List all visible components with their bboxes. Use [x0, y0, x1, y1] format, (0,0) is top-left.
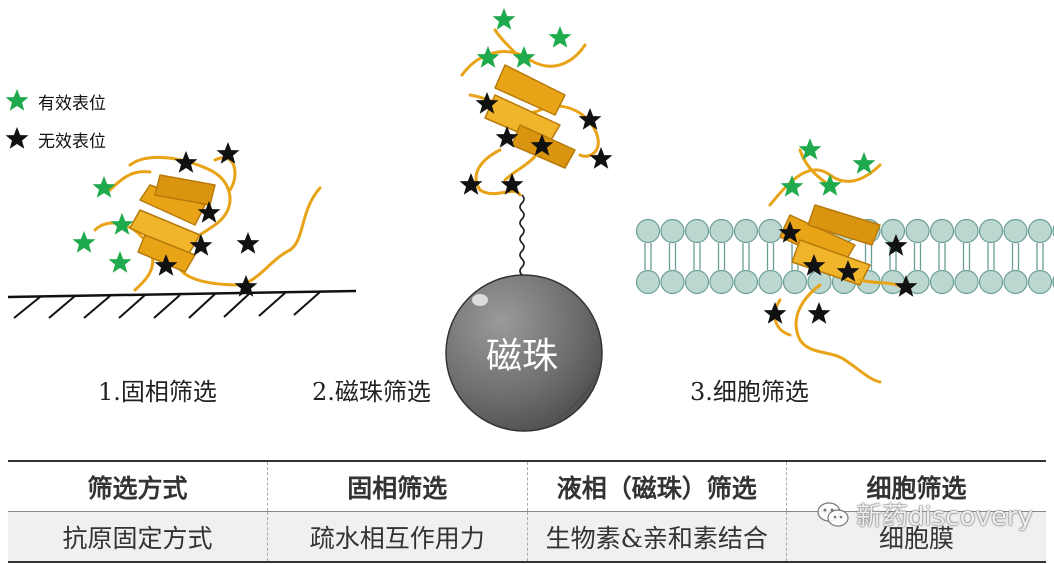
- lipid-head: [954, 269, 979, 295]
- lipid-head: [635, 269, 661, 295]
- effective-epitope-star: [548, 26, 572, 48]
- lipid-head: [660, 269, 685, 295]
- ineffective-epitope-star: [778, 221, 802, 243]
- ineffective-epitope-star: [234, 275, 258, 297]
- table-header-row: 筛选方式 固相筛选 液相（磁珠）筛选 细胞筛选: [8, 461, 1046, 512]
- wechat-icon: [817, 501, 849, 527]
- ineffective-epitope-star: [500, 173, 524, 195]
- solid-surface: [7, 289, 357, 319]
- lipid-head: [635, 218, 661, 244]
- ineffective-epitope-star: [578, 108, 602, 130]
- lipid-tail: [766, 243, 775, 270]
- lipid-head: [1027, 218, 1053, 244]
- effective-epitope-star: [798, 138, 822, 160]
- ineffective-epitope-star: [894, 275, 918, 297]
- effective-epitope-star: [92, 176, 116, 198]
- ineffective-epitope-star: [836, 260, 860, 282]
- legend-ineffective-label: 无效表位: [38, 131, 106, 152]
- effective-epitope-star: [108, 251, 132, 273]
- epitope-stars: [72, 8, 918, 324]
- lipid-head: [1027, 269, 1053, 295]
- effective-epitope-star: [852, 152, 876, 174]
- magnetic-bead: [445, 194, 603, 432]
- screening-diagram: [7, 8, 1054, 432]
- lipid-head: [684, 269, 710, 295]
- effective-epitope-star: [780, 175, 804, 197]
- lipid-head: [709, 218, 734, 244]
- lipid-head: [733, 218, 759, 244]
- lipid-head: [782, 269, 808, 295]
- ineffective-epitope-star: [807, 302, 831, 324]
- watermark: 新药discovery: [816, 496, 1033, 533]
- cell-membrane: [635, 218, 1054, 295]
- table-cell: 抗原固定方式: [8, 511, 268, 562]
- lipid-tail: [693, 243, 701, 270]
- lipid-tail: [938, 243, 946, 270]
- lipid-head: [905, 218, 930, 244]
- ineffective-epitope-star: [197, 201, 221, 223]
- table-row: 抗原固定方式 疏水相互作用力 生物素&亲和素结合 细胞膜: [8, 511, 1046, 562]
- lipid-tail: [742, 243, 750, 270]
- lipid-tail: [987, 243, 995, 270]
- lipid-head: [954, 218, 979, 244]
- effective-epitope-star: [110, 213, 134, 235]
- protein-bead-phase: [460, 28, 600, 197]
- table-cell: 疏水相互作用力: [267, 511, 527, 562]
- lipid-head: [978, 218, 1004, 244]
- lipid-head: [709, 269, 734, 295]
- watermark-text: 新药discovery: [856, 502, 1033, 532]
- effective-epitope-star: [818, 174, 842, 196]
- lipid-head: [978, 269, 1004, 295]
- lipid-head: [880, 218, 906, 244]
- caption-solid-phase: 1.固相筛选: [98, 378, 217, 406]
- effective-epitope-star: [492, 8, 516, 30]
- effective-epitope-star: [512, 46, 536, 68]
- lipid-tail: [962, 243, 971, 270]
- ineffective-epitope-star: [459, 173, 483, 195]
- effective-star-icon: [5, 89, 29, 111]
- ineffective-epitope-star: [802, 254, 826, 276]
- caption-cell-phase: 3.细胞筛选: [690, 378, 809, 406]
- ineffective-epitope-star: [236, 232, 260, 254]
- lipid-head: [929, 218, 955, 244]
- caption-bead-phase: 2.磁珠筛选: [312, 378, 431, 406]
- ineffective-epitope-star: [530, 134, 554, 156]
- table-header-cell: 固相筛选: [267, 461, 527, 512]
- ineffective-epitope-star: [189, 234, 213, 256]
- ineffective-epitope-star: [884, 234, 908, 256]
- legend-effective: 有效表位: [4, 88, 106, 114]
- ineffective-epitope-star: [174, 151, 198, 173]
- comparison-table: 筛选方式 固相筛选 液相（磁珠）筛选 细胞筛选 抗原固定方式 疏水相互作用力 生…: [8, 460, 1046, 563]
- lipid-head: [929, 269, 955, 295]
- table-header-cell: 筛选方式: [8, 461, 268, 512]
- lipid-head: [684, 218, 710, 244]
- lipid-head: [758, 218, 783, 244]
- lipid-tail: [1036, 243, 1044, 270]
- protein-solid-phase: [93, 155, 322, 292]
- lipid-head: [733, 269, 759, 295]
- ineffective-epitope-star: [154, 254, 178, 276]
- bead-label: 磁珠: [485, 336, 558, 377]
- table-cell: 生物素&亲和素结合: [526, 511, 787, 562]
- effective-epitope-star: [72, 231, 96, 253]
- lipid-head: [1003, 218, 1028, 244]
- lipid-tail: [668, 243, 677, 270]
- ineffective-epitope-star: [589, 147, 613, 169]
- ineffective-epitope-star: [216, 142, 240, 164]
- table-header-cell: 液相（磁珠）筛选: [526, 461, 787, 512]
- lipid-tail: [913, 243, 922, 270]
- lipid-head: [758, 269, 783, 295]
- lipid-head: [660, 218, 685, 244]
- legend-ineffective: 无效表位: [4, 126, 106, 152]
- effective-epitope-star: [476, 46, 500, 68]
- legend-effective-label: 有效表位: [38, 93, 106, 114]
- ineffective-epitope-star: [763, 302, 787, 324]
- ineffective-epitope-star: [475, 92, 499, 114]
- ineffective-star-icon: [5, 127, 29, 149]
- lipid-tail: [717, 243, 726, 270]
- lipid-tail: [644, 243, 652, 270]
- lipid-tail: [1011, 243, 1020, 270]
- ineffective-epitope-star: [495, 126, 519, 148]
- lipid-head: [1003, 269, 1028, 295]
